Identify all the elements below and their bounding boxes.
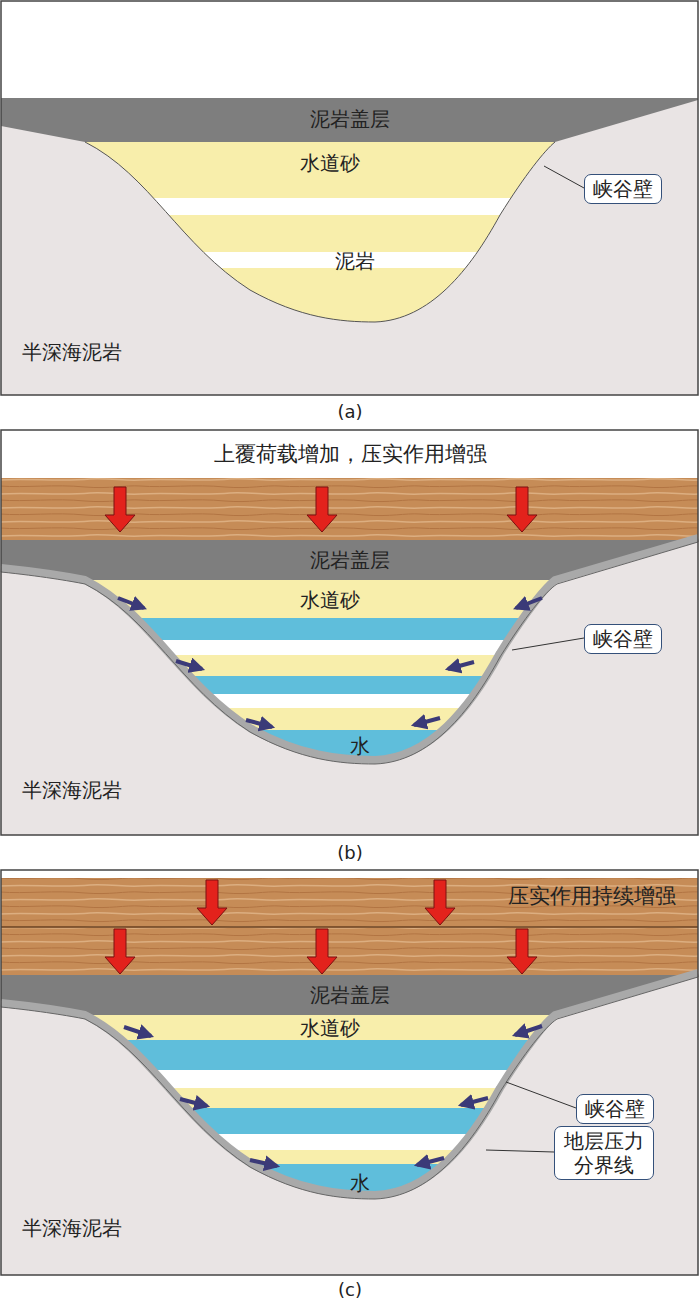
callout-text: 峡谷壁 (593, 627, 653, 651)
diagram-label: 半深海泥岩 (22, 778, 122, 802)
diagram-label: 压实作用持续增强 (508, 884, 676, 909)
callout-box: 峡谷壁 (576, 1094, 654, 1124)
callout-box: 峡谷壁 (584, 174, 662, 204)
diagram-label: 水 (350, 734, 370, 758)
panel-b (1, 430, 698, 835)
callout-text: 峡谷壁 (593, 177, 653, 201)
diagram-label: 泥岩盖层 (310, 107, 390, 131)
diagram-label: 泥岩盖层 (310, 983, 390, 1007)
diagram-label: 水道砂 (300, 588, 360, 612)
diagram-label: (a) (337, 401, 362, 423)
callout-text: 峡谷壁 (585, 1097, 645, 1121)
panel-a (1, 1, 698, 395)
callout-box: 地层压力分界线 (554, 1126, 654, 1180)
diagram-label: 半深海泥岩 (22, 1216, 122, 1240)
callout-box: 峡谷壁 (584, 624, 662, 654)
diagram-label: 泥岩 (335, 249, 375, 273)
diagram-label: 水道砂 (300, 151, 360, 175)
diagram-label: 泥岩盖层 (310, 548, 390, 572)
diagram-label: 半深海泥岩 (22, 340, 122, 364)
panel-c (1, 870, 698, 1275)
diagram-label: (b) (337, 842, 362, 864)
diagram-label: 上覆荷载增加，压实作用增强 (214, 442, 487, 467)
diagram-label: (c) (338, 1279, 362, 1301)
diagram-label: 水 (350, 1171, 370, 1195)
diagram-label: 水道砂 (300, 1016, 360, 1040)
callout-text: 地层压力分界线 (563, 1129, 645, 1177)
